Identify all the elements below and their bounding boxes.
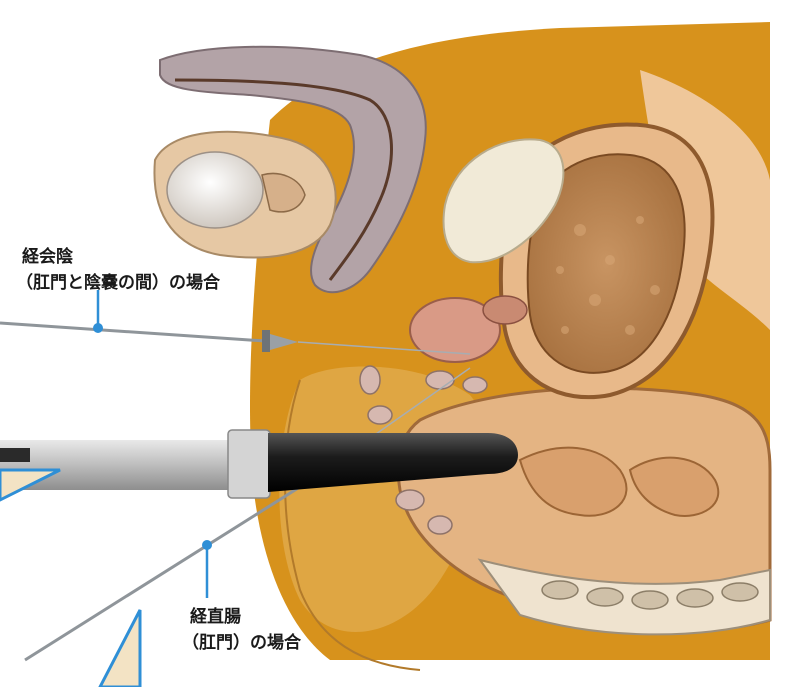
perineal-pointer	[93, 290, 103, 333]
rectal-label-line1: 経直腸	[190, 606, 241, 627]
seminal-vesicle	[483, 296, 527, 324]
perineal-label-line1: 経会陰	[22, 246, 74, 267]
blue-triangle-decoration-2	[100, 610, 140, 687]
testis	[167, 152, 263, 228]
rectal-label-line2: （肛門）の場合	[182, 632, 302, 653]
perineal-label-line2: （肛門と陰嚢の間）の場合	[16, 272, 221, 293]
